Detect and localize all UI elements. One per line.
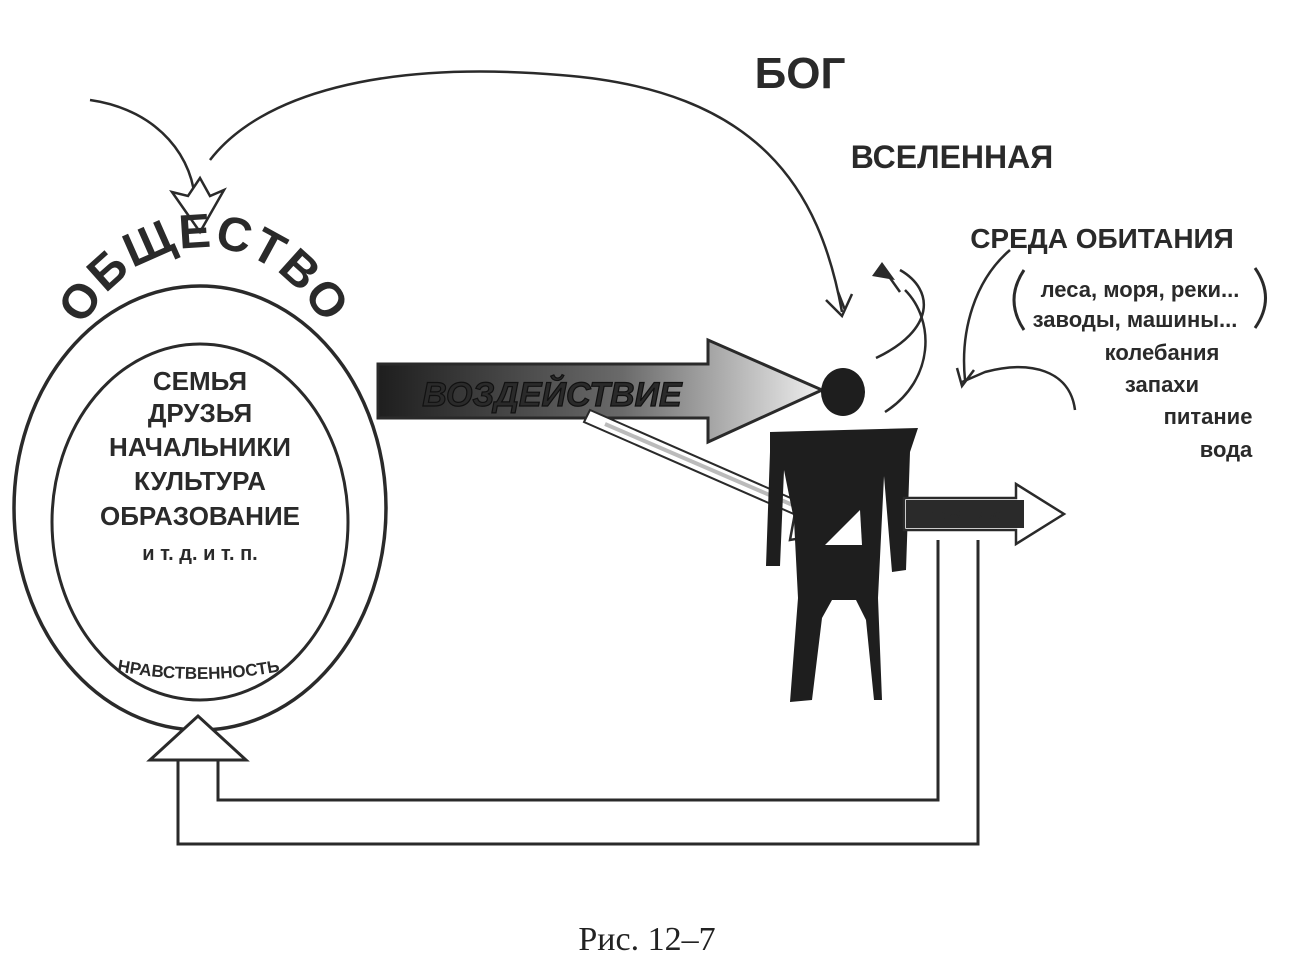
influence-arrow <box>376 337 826 445</box>
habitat-item-vibrations: колебания <box>1105 340 1220 365</box>
habitat-item-water: вода <box>1200 437 1253 462</box>
right-paren <box>1253 267 1267 329</box>
figure-caption: Рис. 12–7 <box>578 921 715 958</box>
left-paren <box>1012 269 1026 331</box>
human-head <box>821 368 865 416</box>
society-ellipse <box>12 284 388 732</box>
habitat-item-smells: запахи <box>1125 372 1199 397</box>
habitat-item-industry: заводы, машины... <box>1033 307 1238 332</box>
habitat-item-food: питание <box>1164 404 1253 429</box>
god-to-society-arrow <box>89 70 844 313</box>
god-label: БОГ <box>755 49 846 98</box>
society-item-friends: ДРУЗЬЯ <box>148 398 252 428</box>
society-item-culture: КУЛЬТУРА <box>134 466 266 496</box>
habitat-item-nature: леса, моря, реки... <box>1041 277 1240 302</box>
result-arrow <box>902 481 1067 547</box>
human-figure <box>766 368 918 702</box>
society-item-etc: и т. д. и т. п. <box>142 543 257 565</box>
universe-to-head-arrows <box>825 249 1077 414</box>
society-item-family: СЕМЬЯ <box>153 366 247 396</box>
human-body <box>766 428 918 702</box>
society-item-education: ОБРАЗОВАНИЕ <box>100 501 300 531</box>
result-label: РЕЗУЛЬТАТ <box>924 508 1009 525</box>
society-item-bosses: НАЧАЛЬНИКИ <box>109 432 291 462</box>
feedback-loop <box>146 540 980 846</box>
universe-label: ВСЕЛЕННАЯ <box>851 139 1053 175</box>
habitat-label: СРЕДА ОБИТАНИЯ <box>970 223 1234 254</box>
influence-label: ВОЗДЕЙСТВИЕ <box>422 375 683 414</box>
